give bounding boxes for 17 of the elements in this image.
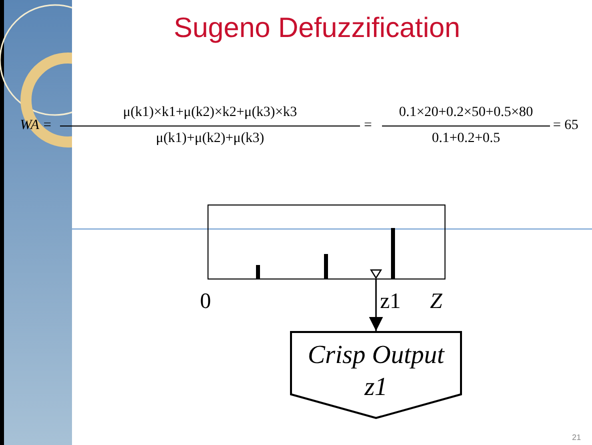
formula-text: = 65 (553, 118, 578, 134)
output-label: Crisp Output z1 (306, 339, 446, 403)
page-number: 21 (572, 432, 581, 444)
axis-label: Z (430, 288, 442, 314)
axis-label: z1 (380, 288, 401, 314)
formula-text: = (364, 118, 372, 134)
formula-denominator: 0.1+0.2+0.5 (430, 131, 502, 147)
axis-label: 0 (200, 288, 211, 314)
pointer-triangle (370, 269, 382, 279)
formula-denominator: μ(k1)+μ(k2)+μ(k3) (154, 131, 266, 147)
formula-text: WA = (20, 118, 52, 134)
slide-title: Sugeno Defuzzification (172, 12, 462, 44)
formula-numerator: μ(k1)×k1+μ(k2)×k2+μ(k3)×k3 (122, 105, 298, 121)
arrow (369, 279, 383, 331)
bar-chart-frame (208, 205, 445, 279)
output-pentagon (290, 331, 462, 419)
formula-numerator: 0.1×20+0.2×50+0.5×80 (398, 105, 534, 121)
